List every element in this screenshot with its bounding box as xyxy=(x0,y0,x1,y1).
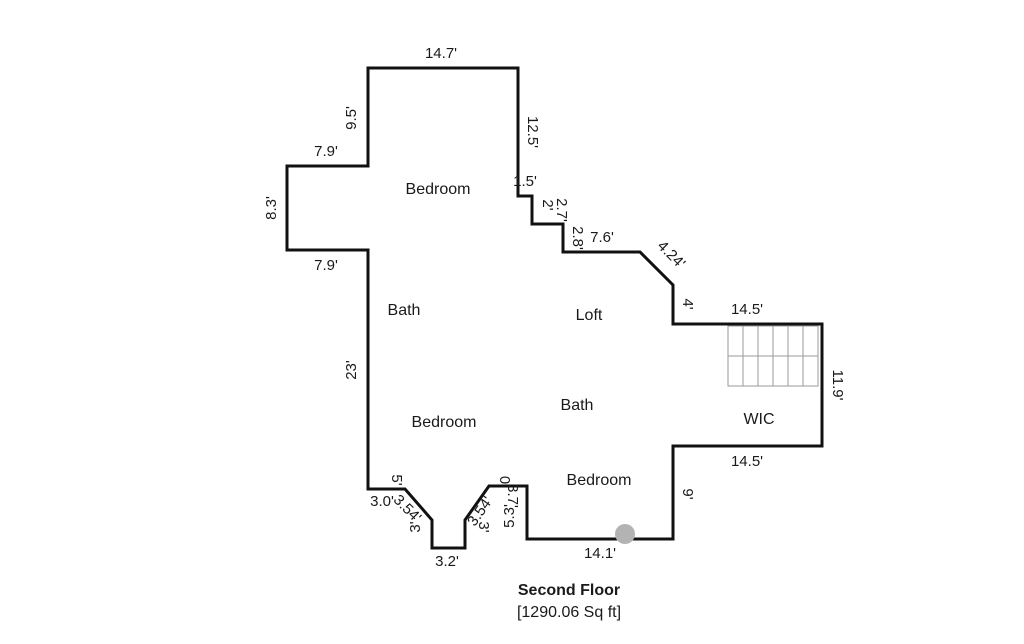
dim-diagonal-upper: 4.24' xyxy=(654,237,689,272)
room-label-bedroom-bottom: Bedroom xyxy=(567,472,632,489)
floor-plan: Bedroom Bath Loft Bedroom Bath WIC Bedro… xyxy=(263,45,846,570)
room-label-bedroom-top: Bedroom xyxy=(406,181,471,198)
room-label-wic: WIC xyxy=(743,411,774,428)
dim-stair-top: 14.5' xyxy=(731,301,763,318)
room-label-loft: Loft xyxy=(576,307,603,324)
location-marker xyxy=(615,524,635,544)
room-label-bedroom-left: Bedroom xyxy=(412,414,477,431)
dim-step-top: 7.9' xyxy=(314,143,338,160)
dim-notch-d: 2.8' xyxy=(569,226,586,250)
room-label-bath-center: Bath xyxy=(561,397,594,414)
dim-notch-c: 2.7' xyxy=(553,198,570,222)
dim-bay-right-a: 3' xyxy=(475,521,492,532)
room-label-bath-left: Bath xyxy=(388,302,421,319)
floor-outline xyxy=(285,66,824,550)
dim-bottom-width: 14.1' xyxy=(584,545,616,562)
dim-stair-bottom: 14.5' xyxy=(731,453,763,470)
dim-bump-height: 8.3' xyxy=(263,196,280,220)
dim-left-upper: 9.5' xyxy=(343,106,360,130)
dim-bay-left-a: 3.0' xyxy=(370,493,394,510)
dim-top-width: 14.7' xyxy=(425,45,457,62)
dim-left-long: 23' xyxy=(343,360,360,380)
dim-notch-b: 2' xyxy=(539,199,556,210)
dim-short-vertical: 4' xyxy=(679,298,696,309)
dim-step-bottom: 7.9' xyxy=(314,257,338,274)
floor-title: Second Floor xyxy=(517,582,621,599)
dim-bay-left-diag: 3.54' xyxy=(390,491,425,526)
dim-bay-left-c: 3' xyxy=(407,521,424,532)
dim-right-lower: 9' xyxy=(679,488,696,499)
dim-right-upper: 12.5' xyxy=(524,116,541,148)
dim-bay-right-b: 0 xyxy=(496,476,513,484)
floor-area: [1290.06 Sq ft] xyxy=(516,604,622,621)
dim-bay-right-c: 3.7' xyxy=(504,484,521,508)
dim-bay-left-b: 5' xyxy=(388,474,405,485)
staircase xyxy=(727,325,819,387)
dim-bay-right-d: 5.3' xyxy=(501,504,518,528)
dim-mid-width: 7.6' xyxy=(590,229,614,246)
dim-bay-bottom: 3.2' xyxy=(435,553,459,570)
dim-stair-side: 11.9' xyxy=(829,370,846,401)
dim-notch-a: 1.5' xyxy=(513,173,537,190)
